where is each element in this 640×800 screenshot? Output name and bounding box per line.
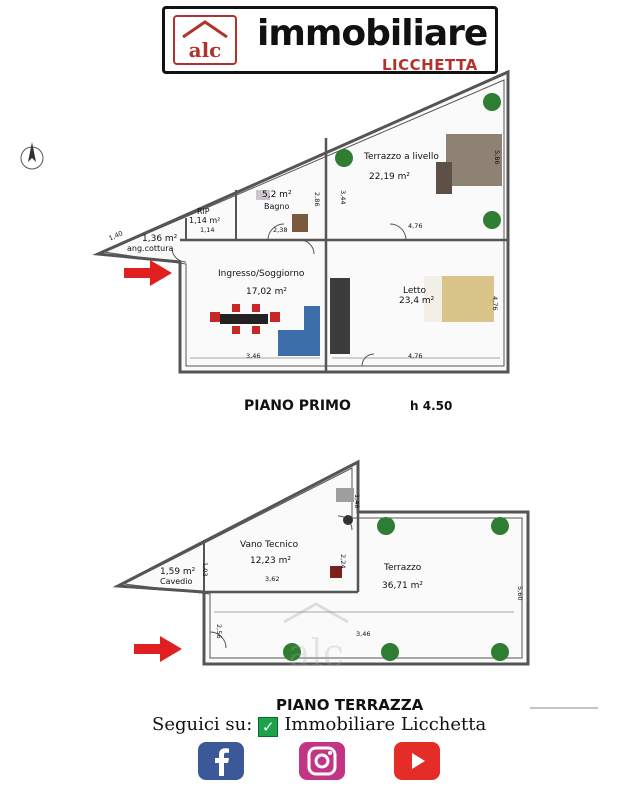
- follow-line: Seguici su:✓Immobiliare Licchetta: [152, 714, 486, 737]
- dim-label: 3,62: [265, 575, 280, 583]
- floor2-title: PIANO TERRAZZA: [276, 696, 424, 714]
- dim-label: 2,38: [273, 226, 288, 234]
- dim-label: 3,44: [339, 190, 347, 205]
- room-name: Terrazzo a livello: [364, 152, 439, 162]
- dim-label: 4,76: [408, 352, 423, 360]
- room-name: Letto: [403, 286, 426, 296]
- room-area: 23,4 m²: [399, 296, 435, 306]
- facebook-icon[interactable]: [198, 742, 244, 780]
- room-area: 36,71 m²: [382, 581, 424, 591]
- entry-arrow-floor1: [124, 260, 172, 286]
- room-name: Ingresso/Soggiorno: [218, 269, 305, 279]
- dim-label: 1,03: [201, 562, 209, 577]
- room-name: ang.cottura: [127, 244, 174, 253]
- dim-label: 3,46: [246, 352, 261, 360]
- floor1-height: h 4.50: [410, 399, 453, 413]
- room-name: RiP: [197, 207, 210, 216]
- plant-icons-floor2: [283, 517, 509, 661]
- room-area: 5,2 m²: [262, 190, 292, 200]
- brand-name: Immobiliare Licchetta: [284, 714, 487, 735]
- floor2-plan: [112, 459, 530, 666]
- svg-text:alc: alc: [189, 38, 222, 62]
- floor1-title: PIANO PRIMO: [244, 398, 351, 414]
- follow-label: Seguici su:: [152, 714, 253, 735]
- room-area: 17,02 m²: [246, 287, 288, 297]
- room-area: 22,19 m²: [369, 172, 411, 182]
- dim-label: 1,46: [353, 494, 361, 509]
- room-area: 12,23 m²: [250, 556, 292, 566]
- floor1-furniture: [210, 134, 502, 356]
- logo-subtitle: LICCHETTA: [382, 56, 478, 74]
- logo-wordmark: immobiliare: [257, 13, 488, 54]
- youtube-icon[interactable]: [394, 742, 440, 780]
- dim-label: 4,76: [491, 296, 499, 311]
- dim-label: 2,56: [215, 624, 223, 639]
- dim-label: 3,46: [356, 630, 371, 638]
- dim-label: 5,60: [516, 586, 524, 601]
- watermark-logo-icon: alc: [283, 602, 349, 675]
- room-area: 1,59 m²: [160, 567, 196, 577]
- compass-icon: [20, 142, 44, 170]
- check-icon: ✓: [258, 717, 279, 737]
- room-name: Vano Tecnico: [240, 540, 299, 550]
- svg-text:alc: alc: [288, 631, 344, 675]
- instagram-icon[interactable]: [299, 742, 345, 780]
- room-name: Cavedio: [160, 577, 193, 586]
- logo-badge-icon: alc: [173, 15, 237, 65]
- dim-label: 1,14: [200, 226, 215, 234]
- room-area: 1,36 m²: [142, 234, 178, 244]
- floor2-furniture: [330, 488, 354, 578]
- entry-arrow-floor2: [134, 636, 182, 662]
- dim-label: 5,86: [493, 150, 501, 165]
- room-area: 1,14 m²: [189, 216, 221, 225]
- dim-label: 2,24: [339, 554, 347, 569]
- room-name: Terrazzo: [384, 563, 422, 573]
- plant-icons-floor1: [335, 93, 501, 229]
- dim-label: 4,76: [408, 222, 423, 230]
- dim-label: 2,86: [313, 192, 321, 207]
- room-name: Bagno: [264, 202, 290, 211]
- logo: alc immobiliare: [162, 6, 498, 74]
